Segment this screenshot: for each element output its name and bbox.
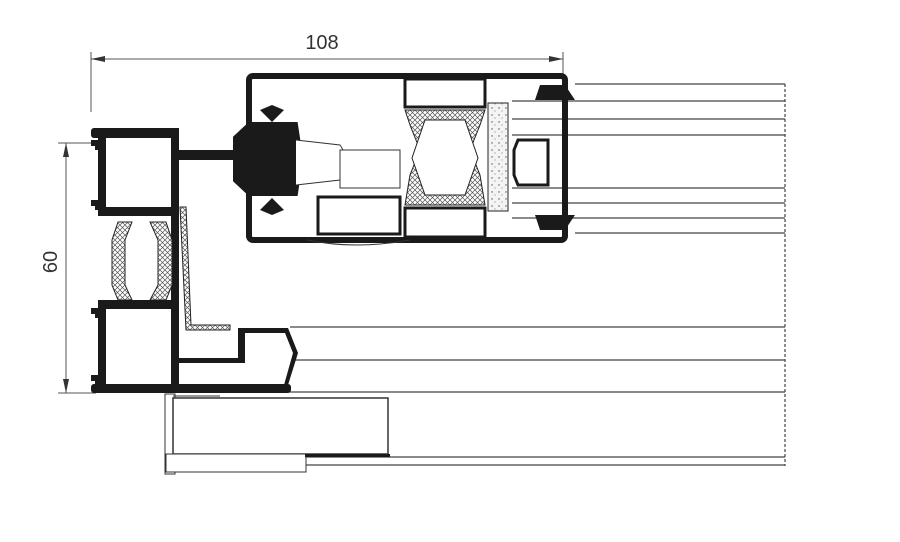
sash-profile: [233, 73, 575, 246]
bottom-cover-profile: [164, 393, 390, 475]
outer-frame-profile: [91, 128, 298, 393]
height-dimension: 60: [40, 142, 96, 394]
glazing-lines: [290, 83, 786, 466]
height-dimension-label: 60: [40, 251, 62, 273]
width-dimension-label: 108: [305, 32, 338, 54]
width-dimension: 108: [90, 32, 564, 112]
thermal-break: [111, 221, 133, 301]
glass-spacer: [487, 102, 509, 212]
